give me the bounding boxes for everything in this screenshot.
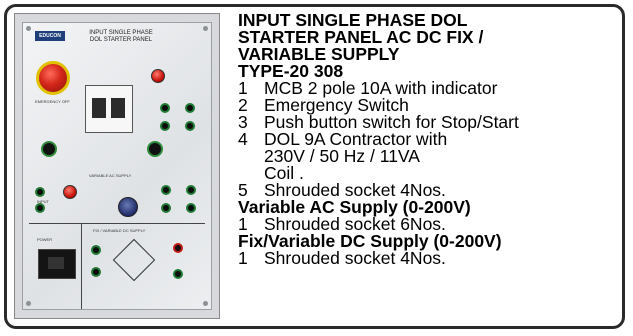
socket-green[interactable]	[91, 267, 101, 277]
socket-green[interactable]	[35, 187, 45, 197]
product-description: INPUT SINGLE PHASE DOL STARTER PANEL AC …	[238, 10, 618, 268]
indicator-lamp	[63, 185, 77, 199]
ac-supply-heading: Variable AC Supply (0-200V)	[238, 197, 471, 217]
socket-green[interactable]	[91, 245, 101, 255]
mcb-breaker[interactable]	[85, 85, 133, 133]
product-photo: EDUCON INPUT SINGLE PHASE DOL STARTER PA…	[14, 13, 220, 319]
item-text: Shrouded socket 6Nos.	[264, 214, 446, 234]
item-number: 1	[238, 78, 248, 98]
stop-push-button[interactable]	[41, 141, 57, 157]
socket-green[interactable]	[161, 185, 171, 195]
socket-red[interactable]	[173, 243, 183, 253]
socket-green[interactable]	[185, 103, 195, 113]
power-label: POWER	[37, 237, 53, 242]
list-item: 4 DOL 9A Contractor with 230V / 50 Hz / …	[238, 129, 618, 183]
item-text: Shrouded socket 4Nos.	[264, 248, 446, 268]
divider	[29, 223, 205, 224]
product-title-line: INPUT SINGLE PHASE DOL	[238, 10, 468, 30]
start-push-button[interactable]	[147, 141, 163, 157]
item-text: Shrouded socket 4Nos.	[264, 180, 446, 200]
rectifier-bridge-icon	[112, 238, 156, 282]
item-number: 3	[238, 112, 248, 132]
panel-title-line: DOL STARTER PANEL	[89, 37, 153, 43]
trainer-panel: EDUCON INPUT SINGLE PHASE DOL STARTER PA…	[22, 22, 212, 310]
item-number: 1	[238, 248, 248, 268]
dc-supply-heading: Fix/Variable DC Supply (0-200V)	[238, 231, 502, 251]
screw	[26, 26, 31, 31]
brand-logo: EDUCON	[35, 31, 65, 41]
dc-supply-label: FIX / VARIABLE DC SUPPLY	[93, 228, 146, 233]
socket-green[interactable]	[186, 203, 196, 213]
list-item: 3 Push button switch for Stop/Start	[238, 112, 618, 132]
variable-ac-label: VARIABLE AC SUPPLY	[89, 173, 132, 178]
socket-green[interactable]	[161, 203, 171, 213]
emergency-label: EMERGENCY OFF	[35, 99, 70, 104]
item-number: 1	[238, 214, 248, 234]
item-number: 4	[238, 129, 248, 149]
type-code: TYPE-20 308	[238, 61, 344, 81]
item-number: 2	[238, 95, 248, 115]
socket-green[interactable]	[186, 185, 196, 195]
emergency-stop-button[interactable]	[36, 61, 70, 95]
item-text: Push button switch for Stop/Start	[264, 112, 519, 132]
list-item: 1 MCB 2 pole 10A with indicator	[238, 78, 618, 98]
panel-title-line: INPUT SINGLE PHASE	[89, 30, 153, 36]
mcb-toggle[interactable]	[92, 98, 106, 118]
item-text: MCB 2 pole 10A with indicator	[264, 78, 498, 98]
screw	[203, 301, 208, 306]
screw	[26, 301, 31, 306]
item-text: Emergency Switch	[264, 95, 409, 115]
socket-green[interactable]	[160, 103, 170, 113]
screw	[203, 26, 208, 31]
mcb-toggle[interactable]	[111, 98, 125, 118]
list-item: 2 Emergency Switch	[238, 95, 618, 115]
product-title-line: VARIABLE SUPPLY	[238, 44, 400, 64]
indicator-lamp	[151, 69, 165, 83]
input-label: INPUT	[37, 199, 49, 204]
socket-black[interactable]	[173, 269, 183, 279]
item-text: DOL 9A Contractor with 230V / 50 Hz / 11…	[264, 129, 448, 183]
list-item: 1 Shrouded socket 4Nos.	[238, 248, 618, 268]
item-number: 5	[238, 180, 248, 200]
product-title-line: STARTER PANEL AC DC FIX /	[238, 27, 484, 47]
divider	[81, 223, 82, 309]
socket-green[interactable]	[185, 121, 195, 131]
socket-green[interactable]	[35, 203, 45, 213]
list-item: 1 Shrouded socket 6Nos.	[238, 214, 618, 234]
panel-title: INPUT SINGLE PHASE DOL STARTER PANEL	[71, 30, 171, 44]
socket-green[interactable]	[160, 121, 170, 131]
list-item: 5 Shrouded socket 4Nos.	[238, 180, 618, 200]
power-inlet[interactable]	[38, 249, 76, 279]
variac-knob[interactable]	[118, 197, 138, 217]
